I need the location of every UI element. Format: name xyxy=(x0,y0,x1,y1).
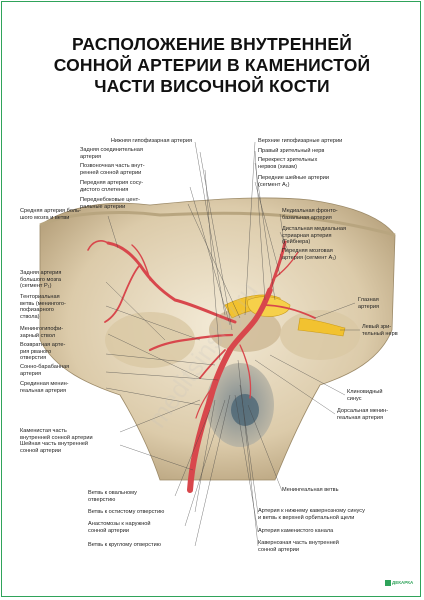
label-ica-cervical-part: Шейная часть внутренней сонной артерии xyxy=(20,441,89,454)
leader-lines xyxy=(105,141,360,547)
label-branch-foramen-spinosum: Ветвь к остистому отверстию xyxy=(88,509,165,515)
optic-nerve-left xyxy=(297,317,346,337)
label-ica-petrous-part: Каменистая часть внутренней сонной артер… xyxy=(20,428,93,441)
label-ophthalmic-artery: Глазная артерия xyxy=(358,297,379,310)
poster-title: РАСПОЛОЖЕНИЕ ВНУТРЕННЕЙ СОННОЙ АРТЕРИИ В… xyxy=(20,34,404,97)
label-anterior-choroidal-artery: Передняя артерия сосу- дистого сплетения xyxy=(80,180,144,193)
internal-carotid-cervical xyxy=(187,347,233,493)
meningohypophyseal-trunk xyxy=(199,349,226,379)
label-anterior-arteries-a1: Передние шейные артерии (сегмент A₁) xyxy=(258,175,329,188)
label-sphenoid-sinus: Клиновидный синус xyxy=(347,389,383,402)
label-tentorial-branch: Тенториальная ветвь (менингого- пофизарн… xyxy=(20,294,66,320)
label-right-optic-nerve: Правый зрительный нерв xyxy=(258,148,325,154)
anterior-cerebral-artery xyxy=(268,240,287,292)
sphenoid-right xyxy=(280,310,360,360)
label-inferior-cavernous-sinus-artery: Артерия к нижнему кавернозному синусу и … xyxy=(258,508,365,521)
label-posterior-communicating-artery: Задняя соединительная артерия xyxy=(80,147,143,160)
label-anterolateral-central-arteries: Переднебоковые цент- ральные артерии xyxy=(80,197,140,210)
posterior-cerebral-artery xyxy=(148,333,234,352)
mca-branch-2 xyxy=(87,240,109,251)
skull-cut-edge xyxy=(39,210,396,237)
label-dorsal-meningeal-artery: Дорсальная менин- геальная артерия xyxy=(337,408,389,421)
title-line-3: ЧАСТИ ВИСОЧНОЙ КОСТИ xyxy=(94,76,330,96)
label-medial-frontobasal-artery: Медиальная фронто- базальная артерия xyxy=(282,208,338,221)
label-anterior-cerebral-artery-a1: Передняя мозговая артерия (сегмент A₁) xyxy=(282,248,336,261)
label-ica-vertebral-part: Позвоночная часть внут- ренней сонной ар… xyxy=(80,163,145,176)
label-branch-foramen-ovale: Ветвь к овальному отверстию xyxy=(88,490,137,503)
label-middle-meningeal-artery: Срединная менин- геальная артерия xyxy=(20,381,69,394)
label-caroticotympanic-artery: Сонно-барабанная артерия xyxy=(20,364,70,377)
small-branch-2 xyxy=(195,379,219,419)
label-left-optic-nerve: Левый зри- тельный нерв xyxy=(362,324,398,337)
label-middle-cerebral-artery: Средняя артерия боль- шого мозга и ветви xyxy=(20,208,81,221)
label-ica-cavernous-part: Кавернозная часть внутренней сонной арте… xyxy=(258,540,339,553)
label-optic-chiasm: Перекрест зрительных нервов (хиазм) xyxy=(258,157,318,170)
mca-branch-3 xyxy=(131,244,151,281)
label-pterygoid-canal-artery: Артерия каменистого канала xyxy=(258,528,334,534)
label-recurrent-artery-foramen-lacerum: Возвратная арте- рия рваного отверстия xyxy=(20,342,66,362)
ophthalmic-artery xyxy=(261,304,316,319)
foramen xyxy=(231,394,259,426)
label-superior-hypophyseal-arteries: Верхние гипофизарные артерии xyxy=(258,138,343,144)
title-line-1: РАСПОЛОЖЕНИЕ ВНУТРЕННЕЙ xyxy=(72,34,352,54)
label-branch-foramen-rotundum: Ветвь к круглому отверстию xyxy=(88,542,161,548)
small-branch-1 xyxy=(239,344,252,399)
sphenoid-left xyxy=(105,312,195,368)
label-distal-medial-striate-artery: Дистальная медиальная стриарная артерия … xyxy=(282,226,347,246)
mca-branch-1 xyxy=(104,264,141,323)
label-inferior-hypophyseal-artery: Нижняя гипофизарная артерия xyxy=(110,138,192,144)
label-anastomoses-external-carotid: Анастомозы к наружной сонной артерии xyxy=(88,521,151,534)
title-line-2: СОННОЙ АРТЕРИИ В КАМЕНИСТОЙ xyxy=(53,55,371,75)
logo-text: ДЕКАРКА xyxy=(392,580,414,586)
logo-square-icon xyxy=(385,580,391,586)
label-posterior-cerebral-artery-p1: Задняя артерия большого мозга (сегмент P… xyxy=(20,270,62,290)
middle-cerebral-artery xyxy=(106,241,237,324)
small-branch-3 xyxy=(271,251,299,281)
label-meningeal-branch: Менингеальная ветвь xyxy=(282,487,339,493)
label-meningohypophyseal-trunk: Менингогипофи- зарный ствол xyxy=(20,326,64,339)
internal-carotid-cavernous xyxy=(227,287,273,353)
publisher-logo: ДЕКАРКА xyxy=(385,580,413,586)
artery-tree xyxy=(87,240,316,493)
